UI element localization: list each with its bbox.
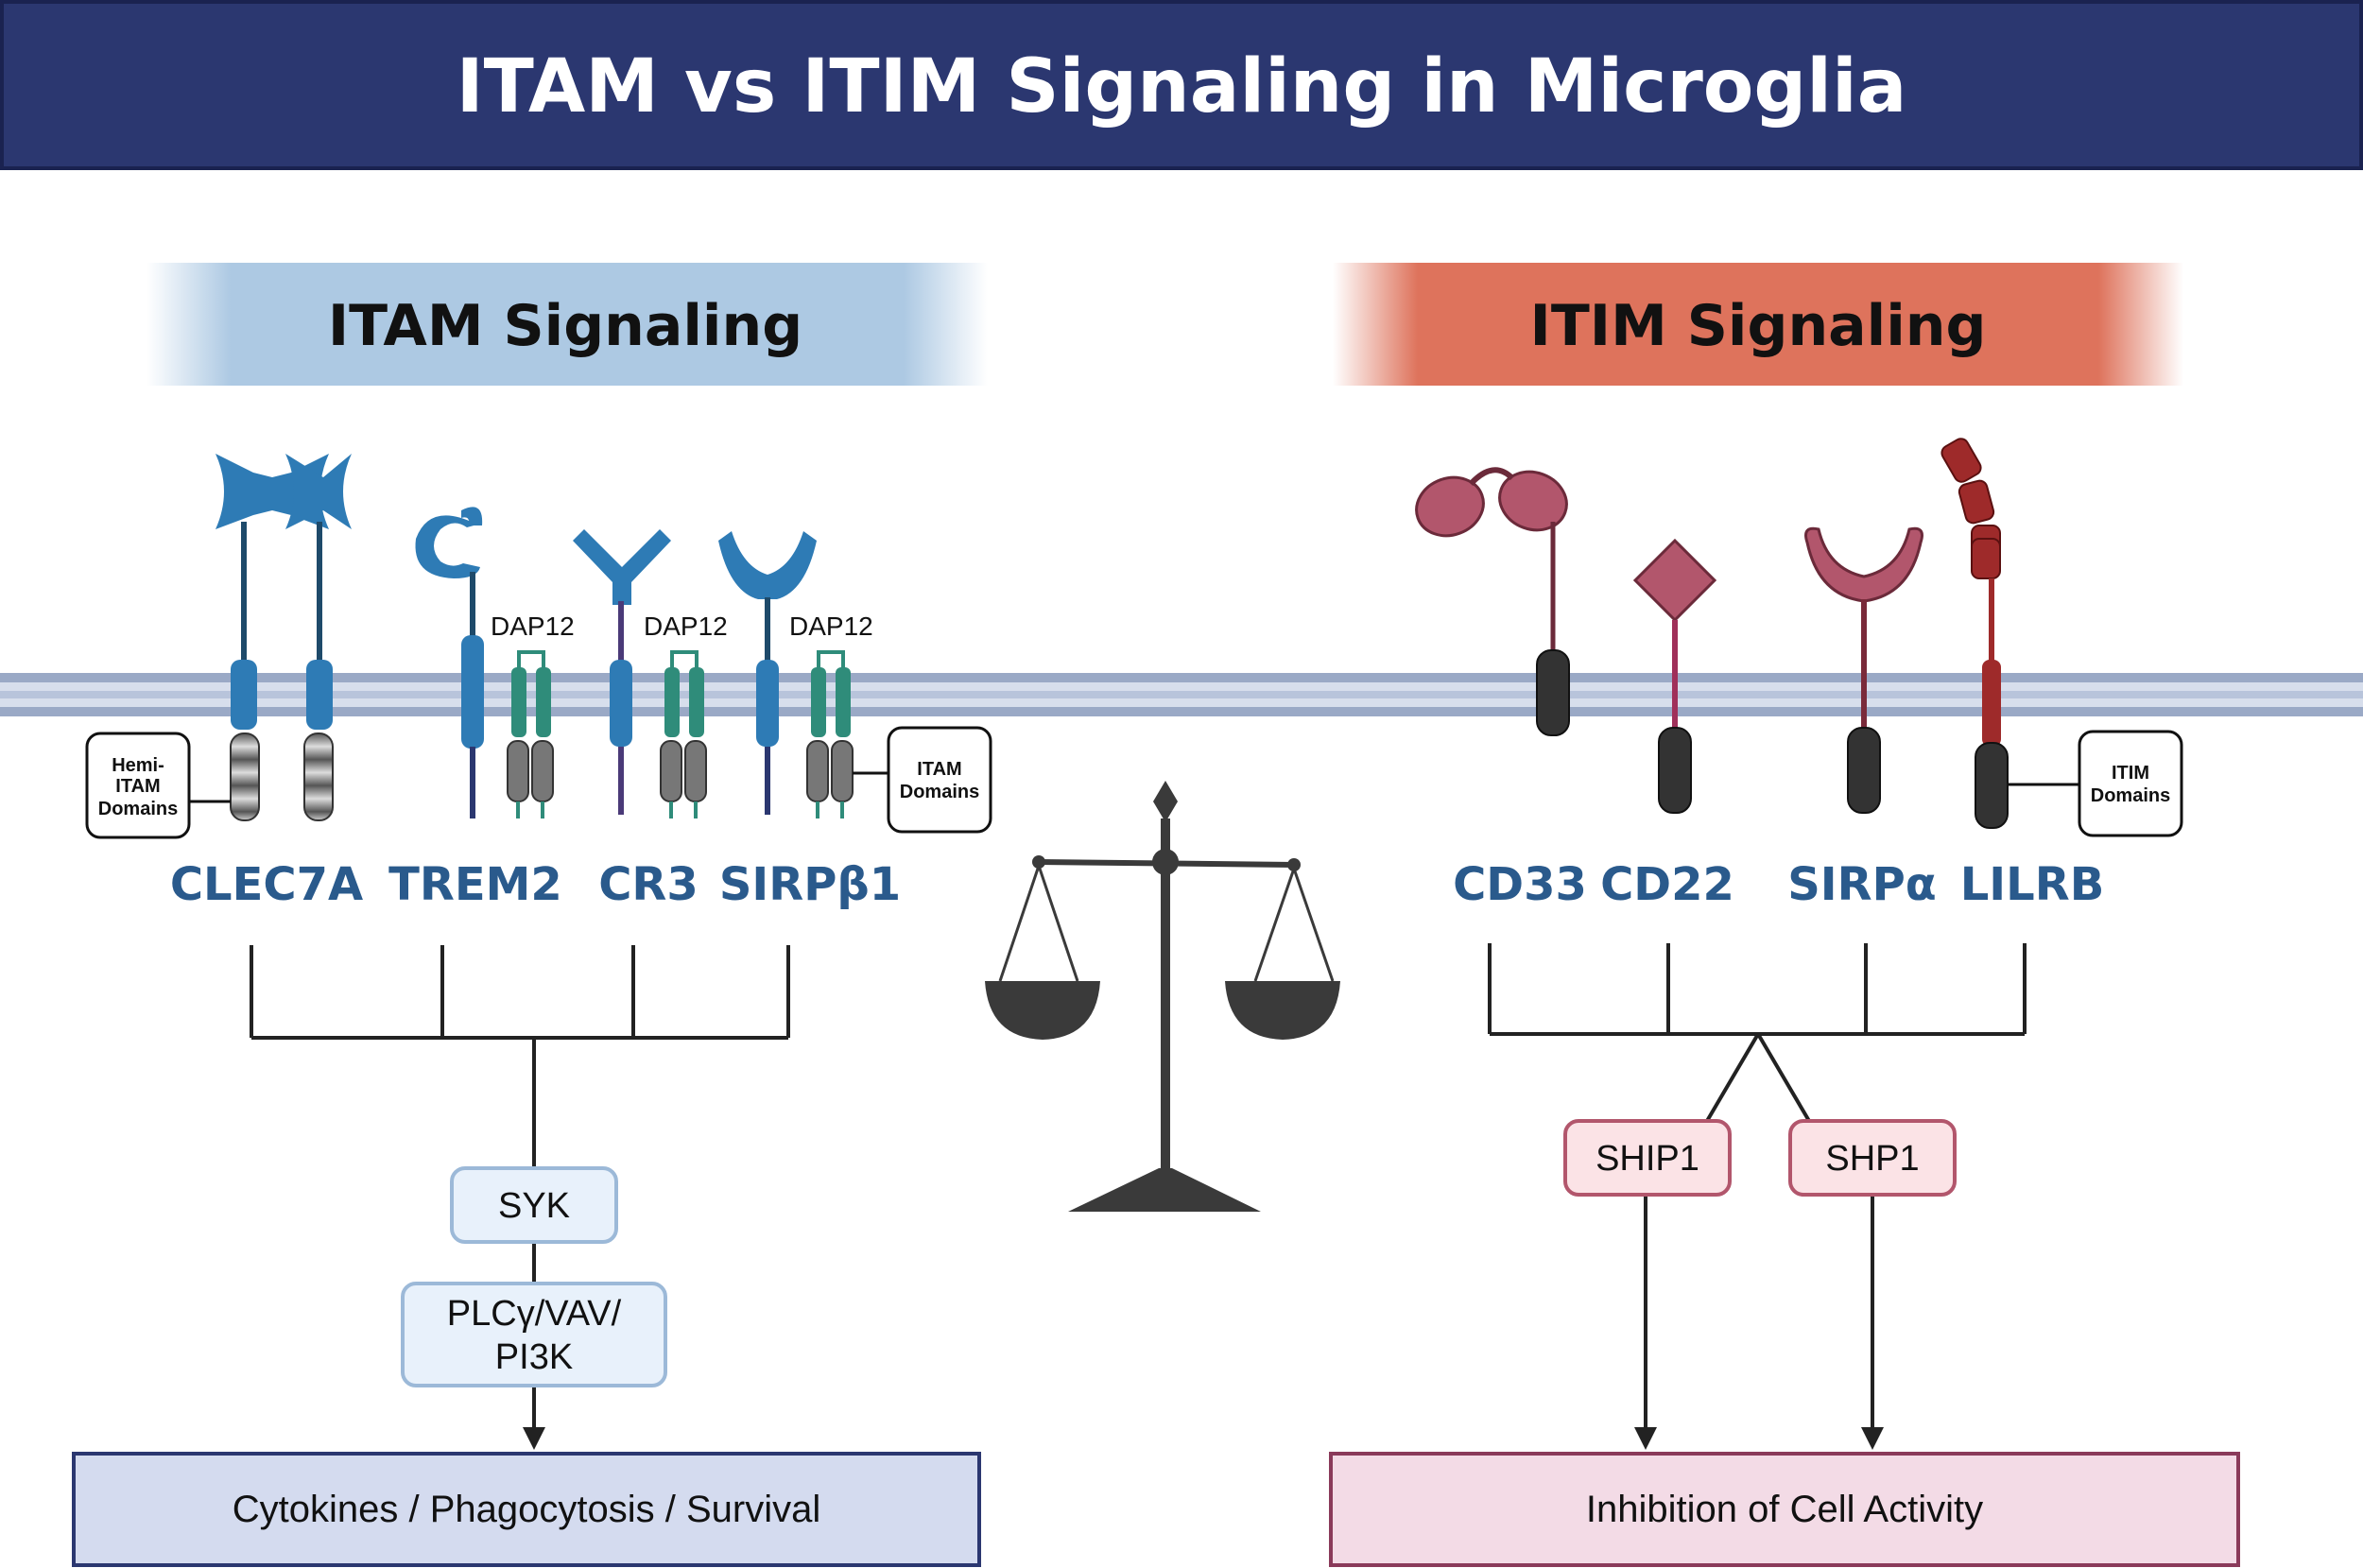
receptor-label-trem2: TREM2 xyxy=(388,858,562,911)
cd33-receptor xyxy=(1415,467,1570,736)
itam-pathway-lines xyxy=(250,945,790,1450)
receptor-label-cd33: CD33 xyxy=(1453,858,1587,911)
itim-heading: ITIM Signaling xyxy=(1530,293,1987,359)
page-title: ITAM vs ITIM Signaling in Microglia xyxy=(457,44,1907,129)
itim-outcome-box: Inhibition of Cell Activity xyxy=(1329,1452,2240,1567)
dap12-label: DAP12 xyxy=(789,612,873,641)
cr3-receptor xyxy=(573,529,671,815)
itim-box-line-2: Domains xyxy=(2091,785,2170,806)
itam-domains-box: ITAM Domains xyxy=(853,726,992,834)
receptor-label-sirpa: SIRPα xyxy=(1787,858,1937,911)
node-plc-line-2: PI3K xyxy=(495,1337,573,1377)
sirpb1-dap12: DAP12 xyxy=(789,612,873,818)
node-syk-label: SYK xyxy=(498,1186,570,1226)
node-plc-line-1: PLCγ/VAV/ xyxy=(447,1294,622,1334)
balance-scale-icon xyxy=(985,781,1340,1212)
itam-heading-band: ITAM Signaling xyxy=(147,263,988,386)
sirpa-receptor xyxy=(1804,526,1923,814)
hemi-itam-box: Hemi- ITAM Domains xyxy=(85,732,231,839)
itam-box-line-1: ITAM xyxy=(917,759,961,780)
hemi-box-line-3: Domains xyxy=(98,799,178,819)
node-ship1-label: SHIP1 xyxy=(1595,1139,1699,1179)
node-syk: SYK xyxy=(450,1166,618,1244)
cr3-dap12: DAP12 xyxy=(644,612,728,818)
hemi-box-line-2: ITAM xyxy=(115,776,160,797)
itim-pathway-lines xyxy=(1488,943,2027,1450)
clec7a-receptor xyxy=(216,454,352,821)
itim-outcome-label: Inhibition of Cell Activity xyxy=(1586,1489,1983,1530)
receptor-label-sirpb1: SIRPβ1 xyxy=(719,858,901,911)
hemi-box-line-1: Hemi- xyxy=(112,755,164,776)
cd22-receptor xyxy=(1632,538,1717,814)
title-banner: ITAM vs ITIM Signaling in Microglia xyxy=(0,0,2363,170)
trem2-dap12: DAP12 xyxy=(491,612,575,818)
node-plc-vav-pi3k: PLCγ/VAV/ PI3K xyxy=(401,1282,667,1387)
node-shp1: SHP1 xyxy=(1788,1119,1957,1197)
itam-heading: ITAM Signaling xyxy=(328,293,802,359)
itim-heading-band: ITIM Signaling xyxy=(1333,263,2183,386)
itam-box-line-2: Domains xyxy=(900,782,979,802)
dap12-label: DAP12 xyxy=(491,612,575,641)
cell-membrane xyxy=(0,673,2363,716)
node-shp1-label: SHP1 xyxy=(1825,1139,1919,1179)
dap12-label: DAP12 xyxy=(644,612,728,641)
receptor-label-cr3: CR3 xyxy=(598,858,699,911)
itim-domains-box: ITIM Domains xyxy=(2008,730,2183,837)
receptor-label-lilrb: LILRB xyxy=(1960,858,2105,911)
sirpb1-receptor xyxy=(718,531,817,815)
trem2-receptor xyxy=(415,507,484,818)
receptor-label-clec7a: CLEC7A xyxy=(170,858,363,911)
itam-outcome-label: Cytokines / Phagocytosis / Survival xyxy=(233,1489,820,1530)
itam-outcome-box: Cytokines / Phagocytosis / Survival xyxy=(72,1452,981,1567)
receptor-label-cd22: CD22 xyxy=(1600,858,1734,911)
itim-box-line-1: ITIM xyxy=(2112,763,2149,784)
lilrb-receptor xyxy=(1940,438,2009,829)
node-ship1: SHIP1 xyxy=(1563,1119,1732,1197)
